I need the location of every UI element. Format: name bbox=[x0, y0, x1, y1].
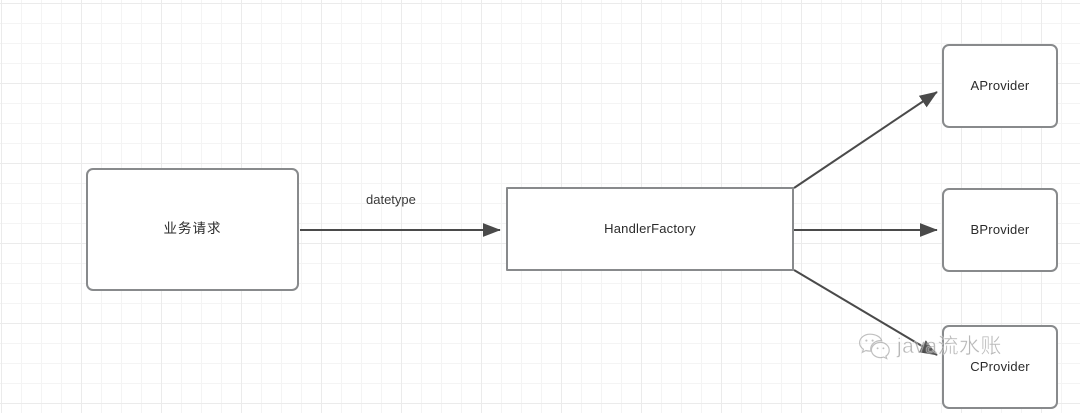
node-handler-factory-label: HandlerFactory bbox=[604, 220, 696, 236]
wechat-logo-icon bbox=[858, 332, 892, 360]
node-c-provider-label: CProvider bbox=[970, 358, 1030, 374]
node-a-provider[interactable]: AProvider bbox=[942, 44, 1058, 128]
node-a-provider-label: AProvider bbox=[970, 77, 1030, 93]
edge-label-datetype: datetype bbox=[366, 192, 416, 207]
node-handler-factory[interactable]: HandlerFactory bbox=[506, 187, 794, 271]
node-c-provider[interactable]: CProvider bbox=[942, 325, 1058, 409]
edge-factory-to-c-provider bbox=[793, 269, 938, 356]
node-business-request[interactable]: 业务请求 bbox=[86, 168, 299, 291]
edge-factory-to-a-provider bbox=[793, 91, 938, 189]
node-b-provider[interactable]: BProvider bbox=[942, 188, 1058, 272]
node-business-request-label: 业务请求 bbox=[163, 221, 222, 237]
node-b-provider-label: BProvider bbox=[970, 221, 1030, 237]
